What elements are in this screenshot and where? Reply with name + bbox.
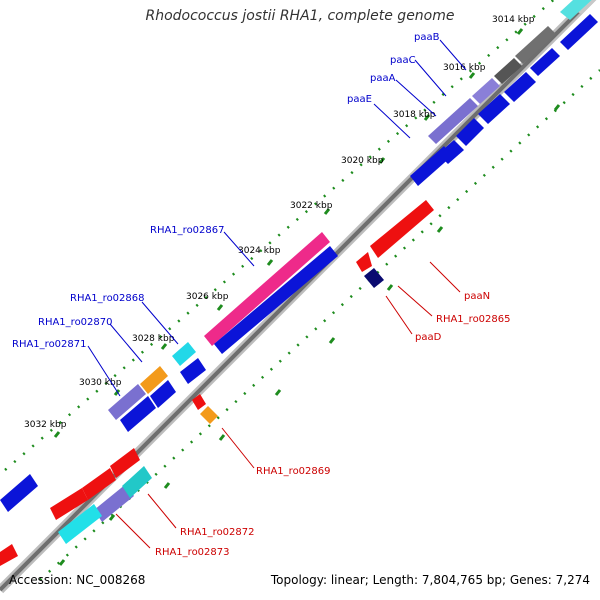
tick-label: 3024 kbp	[238, 246, 281, 256]
gene-ro02868	[172, 342, 196, 366]
label-paaB: paaB	[414, 32, 440, 43]
gene-red-bottom	[0, 544, 18, 566]
blue-gene	[456, 118, 484, 146]
label-ro02870: RHA1_ro02870	[38, 317, 113, 328]
label-ro02868: RHA1_ro02868	[70, 293, 145, 304]
gene-ro02872	[94, 484, 134, 522]
tick-label: 3020 kbp	[341, 156, 384, 166]
blue-gene	[530, 48, 560, 76]
label-leaders	[87, 39, 467, 549]
gene-paaD	[364, 268, 384, 288]
label-paaD: paaD	[415, 332, 442, 343]
label-paaE: paaE	[347, 94, 372, 105]
tick-labels: 3014 kbp 3016 kbp 3018 kbp 3020 kbp 3022…	[24, 15, 535, 430]
map-title: Rhodococcus jostii RHA1, complete genome	[145, 8, 455, 24]
major-ticks-reverse	[58, 104, 561, 566]
label-ro02865: RHA1_ro02865	[436, 314, 511, 325]
label-paaA: paaA	[370, 73, 396, 84]
gene-ro02871	[108, 384, 146, 420]
gene-ro02869	[200, 406, 218, 424]
label-ro02871: RHA1_ro02871	[12, 339, 87, 350]
blue-gene	[504, 72, 536, 102]
label-paaC: paaC	[390, 55, 416, 66]
blue-gene	[560, 14, 598, 50]
genome-summary: Topology: linear; Length: 7,804,765 bp; …	[270, 573, 590, 587]
reverse-genes	[0, 200, 434, 566]
tick-label: 3026 kbp	[186, 292, 229, 302]
label-ro02867: RHA1_ro02867	[150, 225, 225, 236]
major-ticks	[53, 28, 524, 438]
tick-label: 3032 kbp	[24, 420, 67, 430]
tick-label: 3014 kbp	[492, 15, 535, 25]
gene-ro02873	[58, 504, 102, 544]
gene-red-1	[110, 448, 140, 478]
label-ro02872: RHA1_ro02872	[180, 527, 255, 538]
tick-label: 3022 kbp	[290, 201, 333, 211]
gene-ro02867	[204, 232, 330, 346]
tick-label: 3018 kbp	[393, 110, 436, 120]
forward-outer-genes	[108, 0, 596, 420]
blue-gene	[180, 358, 206, 384]
label-paaN: paaN	[464, 291, 490, 302]
blue-gene	[0, 474, 38, 512]
gene-paaN	[370, 200, 434, 258]
blue-gene	[214, 246, 338, 354]
gene-red-2	[82, 468, 116, 500]
reverse-labels: paaN RHA1_ro02865 paaD RHA1_ro02869 RHA1…	[155, 291, 511, 558]
gene-ro02869-red	[192, 394, 206, 410]
gene-cyan-top	[560, 0, 592, 20]
forward-inner-genes	[0, 14, 598, 512]
blue-gene	[150, 380, 176, 408]
blue-gene	[478, 94, 510, 124]
gene-red-3	[50, 488, 88, 520]
gene-ro02872-cyan	[122, 466, 152, 498]
blue-gene	[410, 146, 452, 186]
gene-paaE	[428, 98, 478, 144]
label-ro02869: RHA1_ro02869	[256, 466, 331, 477]
tick-label: 3028 kbp	[132, 334, 175, 344]
label-ro02873: RHA1_ro02873	[155, 547, 230, 558]
gene-ro02870	[140, 366, 168, 394]
gene-paaA	[472, 78, 500, 104]
gene-paaC-dark	[494, 58, 522, 84]
blue-gene	[120, 396, 156, 432]
accession-text: Accession: NC_008268	[9, 573, 146, 587]
gene-ro02865	[356, 252, 372, 272]
tick-label: 3030 kbp	[79, 378, 122, 388]
forward-labels: paaB paaC paaA paaE RHA1_ro02867 RHA1_ro…	[12, 32, 440, 350]
gene-paaB-dark	[515, 26, 556, 64]
